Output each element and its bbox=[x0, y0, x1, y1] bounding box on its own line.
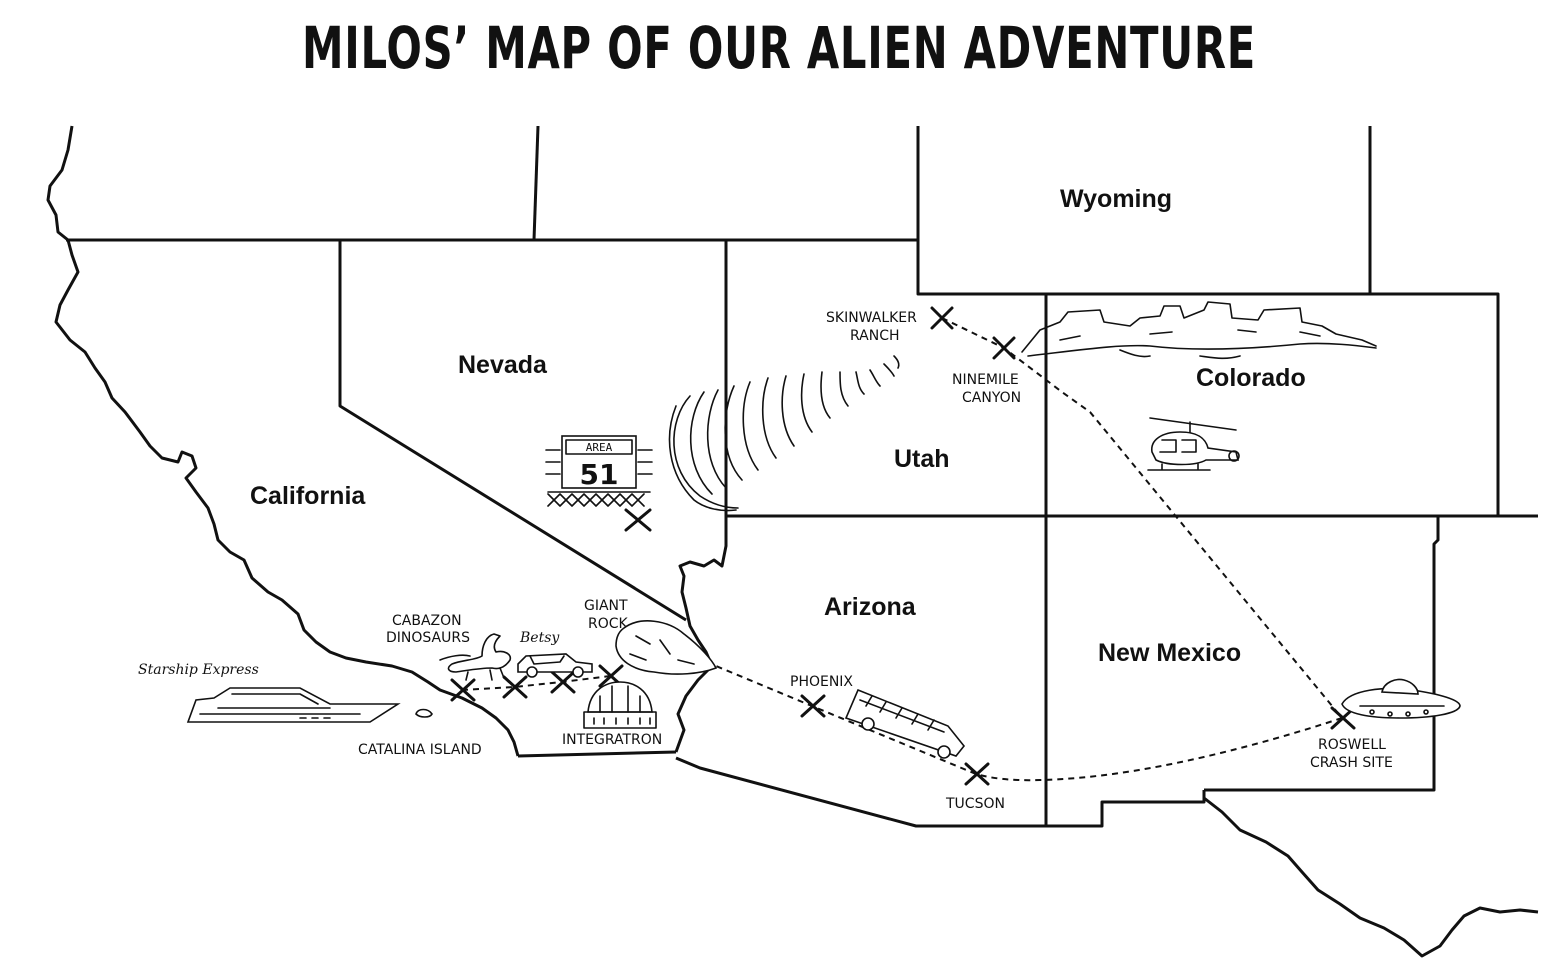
route-utah-colorado-newmexico bbox=[941, 317, 1343, 719]
pacific-coastline bbox=[46, 125, 520, 757]
label-tucson: TUCSON bbox=[945, 796, 1005, 812]
x-marker-icon bbox=[992, 336, 1016, 360]
rock-icon bbox=[615, 620, 718, 675]
dinosaur-icon bbox=[439, 633, 512, 681]
colorado-river bbox=[674, 516, 728, 753]
wyoming-border bbox=[916, 126, 1372, 296]
route-newmexico-tucson bbox=[975, 717, 1343, 782]
label-catalina: CATALINA ISLAND bbox=[358, 742, 482, 758]
mesa-icon bbox=[1021, 301, 1377, 360]
catalina-island-shape bbox=[415, 708, 433, 718]
state-label-california: California bbox=[250, 482, 366, 510]
label-phoenix: PHOENIX bbox=[790, 674, 853, 690]
label-skinwalker-1: SKINWALKER bbox=[826, 310, 917, 326]
state-label-nevada: Nevada bbox=[458, 351, 548, 379]
x-marker-icon bbox=[930, 306, 954, 330]
x-marker-icon bbox=[624, 508, 652, 532]
label-roswell-2: CRASH SITE bbox=[1310, 755, 1393, 771]
label-ninemile-1: NINEMILE bbox=[952, 372, 1019, 388]
label-betsy: Betsy bbox=[519, 630, 560, 646]
state-label-colorado: Colorado bbox=[1196, 364, 1306, 392]
label-starship: Starship Express bbox=[138, 662, 259, 678]
x-marker-icon bbox=[550, 670, 576, 694]
route-california-stops bbox=[461, 675, 611, 691]
label-giantrock-2: ROCK bbox=[588, 616, 629, 632]
rio-grande bbox=[1203, 796, 1539, 958]
state-label-utah: Utah bbox=[894, 445, 950, 473]
state-label-arizona: Arizona bbox=[824, 593, 917, 621]
label-skinwalker-2: RANCH bbox=[850, 328, 900, 344]
area51-sign-icon: AREA 51 bbox=[545, 435, 653, 507]
arizona-south-border bbox=[675, 756, 1046, 828]
state-label-new-mexico: New Mexico bbox=[1098, 639, 1241, 667]
idaho-border bbox=[532, 125, 540, 241]
colorado-east-border bbox=[1370, 292, 1500, 516]
x-marker-icon bbox=[502, 675, 528, 699]
ca-nv-border bbox=[338, 240, 687, 622]
label-cabazon-1: CABAZON bbox=[392, 613, 462, 629]
label-giantrock-1: GIANT bbox=[584, 598, 628, 614]
label-roswell-1: ROSWELL bbox=[1318, 737, 1386, 753]
label-integratron: INTEGRATRON bbox=[562, 732, 662, 748]
yacht-icon bbox=[186, 687, 401, 723]
ufo-icon bbox=[1341, 678, 1461, 719]
area51-sign-top: AREA bbox=[586, 441, 613, 454]
nm-east-border bbox=[1204, 516, 1440, 792]
label-cabazon-2: DINOSAURS bbox=[386, 630, 470, 646]
helicopter-icon bbox=[1147, 417, 1240, 471]
x-marker-icon bbox=[450, 678, 476, 702]
car-icon bbox=[517, 653, 593, 678]
label-ninemile-2: CANYON bbox=[962, 390, 1021, 406]
area51-sign-number: 51 bbox=[580, 458, 619, 491]
bus-icon bbox=[844, 688, 966, 759]
state-label-wyoming: Wyoming bbox=[1060, 185, 1172, 213]
map-title: MILOS’ MAP OF OUR ALIEN ADVENTURE bbox=[302, 14, 1256, 82]
southern-border-ca bbox=[517, 750, 677, 758]
tornado-icon bbox=[668, 355, 900, 512]
x-marker-icon bbox=[964, 762, 990, 786]
state-borders bbox=[46, 125, 1539, 958]
nm-south-border bbox=[1046, 790, 1206, 828]
dome-icon bbox=[583, 681, 657, 729]
x-marker-icon bbox=[800, 694, 826, 718]
